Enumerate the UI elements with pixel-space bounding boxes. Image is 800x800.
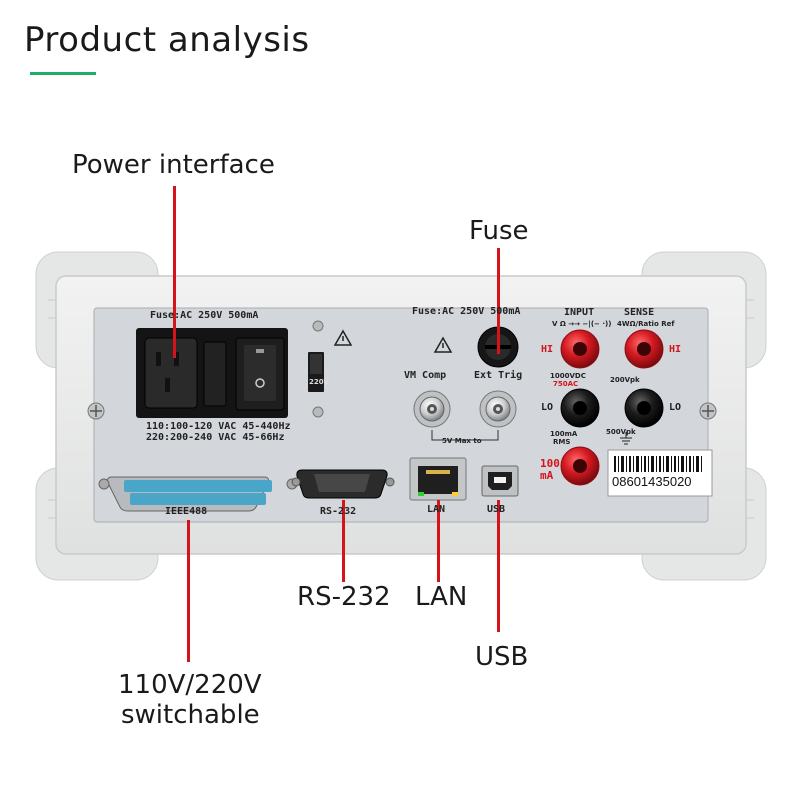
callout-switch-line1: 110V/220V — [118, 670, 262, 700]
callout-power-interface: Power interface — [72, 150, 275, 180]
rs232-panel-label: RS-232 — [320, 506, 357, 517]
fuse-rating-right: Fuse:AC 250V 500mA — [412, 306, 521, 317]
input-sub-label: V Ω →→ −|(− ·)) — [552, 320, 612, 328]
sense-sub-label: 4WΩ/Ratio Ref — [617, 320, 675, 328]
ieee488-label: IEEE488 — [165, 506, 208, 517]
max-200vpk-label: 200Vpk — [610, 376, 640, 384]
rms-label: RMS — [553, 438, 571, 446]
bnc-max-label: 5V Max to — [442, 437, 482, 445]
lan-panel-label: LAN — [427, 504, 446, 515]
usb-panel-label: USB — [487, 504, 506, 515]
amp-terminal-unit: mA — [540, 469, 554, 482]
input-label: INPUT — [564, 307, 595, 318]
ext-trig-label: Ext Trig — [474, 370, 523, 381]
callout-usb: USB — [475, 642, 529, 672]
serial-number: 08601435020 — [612, 474, 692, 489]
callout-rs232: RS-232 — [297, 582, 391, 612]
callout-lan: LAN — [415, 582, 468, 612]
sense-lo-label: LO — [669, 402, 682, 413]
page-title: Product analysis — [24, 20, 310, 60]
voltage-range-220: 220:200-240 VAC 45-66Hz — [146, 432, 285, 443]
vm-comp-label: VM Comp — [404, 370, 447, 381]
max-750ac-label: 750AC — [553, 380, 579, 388]
sense-label: SENSE — [624, 307, 655, 318]
title-underline — [30, 72, 96, 75]
callout-fuse: Fuse — [469, 216, 529, 246]
fuse-rating-left: Fuse:AC 250V 500mA — [150, 310, 259, 321]
max-100ma-label: 100mA — [550, 430, 578, 438]
input-hi-label: HI — [541, 344, 554, 355]
sense-hi-label: HI — [669, 344, 682, 355]
input-lo-label: LO — [541, 402, 554, 413]
max-500vpk-label: 500Vpk — [606, 428, 636, 436]
amp-terminal-value: 100 — [540, 457, 560, 470]
voltage-range-110: 110:100-120 VAC 45-440Hz — [146, 421, 291, 432]
max-1000vdc-label: 1000VDC — [550, 372, 586, 380]
voltage-switch-label: 220V — [309, 378, 330, 386]
callout-switch-line2: switchable — [121, 700, 260, 730]
